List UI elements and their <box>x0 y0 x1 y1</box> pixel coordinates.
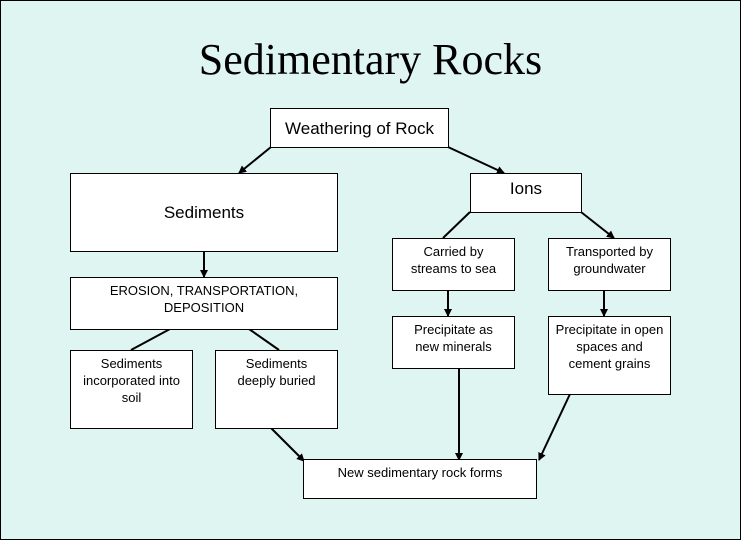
open-spaces-box: Precipitate in open spaces and cement gr… <box>548 316 671 395</box>
streams-label: Carried by streams to sea <box>410 244 497 276</box>
groundwater-box: Transported by groundwater <box>548 238 671 291</box>
soil-label: Sediments incorporated into soil <box>83 356 180 405</box>
sediments-box: Sediments <box>70 173 338 252</box>
arrow-ions-to-groundwater <box>580 211 615 239</box>
sediments-label: Sediments <box>163 203 245 222</box>
streams-box: Carried by streams to sea <box>392 238 515 291</box>
new-minerals-box: Precipitate as new minerals <box>392 316 515 369</box>
arrow-erosion-to-buried <box>248 328 280 351</box>
weathering-box: Weathering of Rock <box>270 108 449 148</box>
arrow-ions-to-streams <box>442 211 471 239</box>
arrow-open-spaces-to-new-rock <box>538 393 571 461</box>
buried-box: Sediments deeply buried <box>215 350 338 429</box>
erosion-label: EROSION, TRANSPORTATION, DEPOSITION <box>109 283 299 315</box>
weathering-label: Weathering of Rock <box>285 118 434 138</box>
ions-box: Ions <box>470 173 582 213</box>
groundwater-label: Transported by groundwater <box>566 244 653 276</box>
page-title: Sedimentary Rocks <box>198 35 543 84</box>
open-spaces-label: Precipitate in open spaces and cement gr… <box>555 322 664 371</box>
ions-label: Ions <box>509 179 543 198</box>
new-rock-box: New sedimentary rock forms <box>303 459 537 499</box>
soil-box: Sediments incorporated into soil <box>70 350 193 429</box>
arrow-weathering-to-ions <box>447 146 505 174</box>
arrow-weathering-to-sediments <box>238 146 272 174</box>
erosion-box: EROSION, TRANSPORTATION, DEPOSITION <box>70 277 338 330</box>
arrow-buried-to-new-rock <box>270 427 305 462</box>
buried-label: Sediments deeply buried <box>237 356 316 388</box>
arrow-erosion-to-soil <box>130 328 171 351</box>
new-minerals-label: Precipitate as new minerals <box>414 322 493 354</box>
new-rock-label: New sedimentary rock forms <box>337 465 503 480</box>
